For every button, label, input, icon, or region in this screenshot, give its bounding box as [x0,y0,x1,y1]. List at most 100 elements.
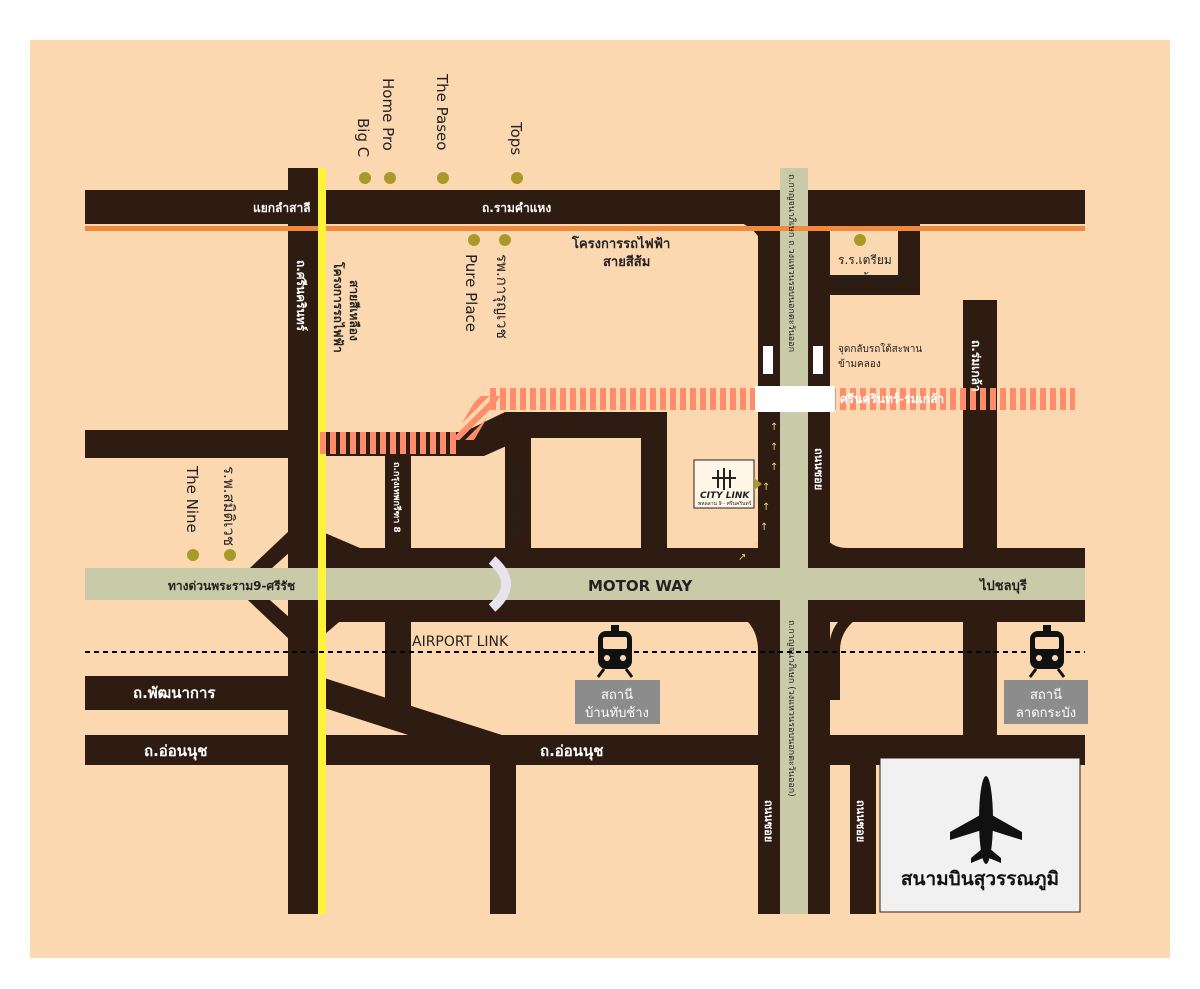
label-soi-mid: ถนนซอย [762,800,775,842]
label-bypass: ถ.กาญจนาภิเษก ถ.วงแหวนรอบนอกตะวันออก [786,174,797,352]
label-ramkhamhaeng: ถ.รามคำแหง [482,201,551,215]
poi-pure-place-dot [468,234,480,246]
label-orange-line-2: สายสีส้ม [603,254,650,270]
station-ban-thap-chang-line2: บ้านทับช้าง [585,706,649,721]
label-yellow-line-2: สายสีเหลือง [347,280,361,341]
interchange-south-west [700,600,780,700]
label-soi-left: ถนนซอย [854,800,867,842]
label-pattanakarn: ถ.พัฒนาการ [133,684,216,702]
label-srinakarin: ถ.ศรีนครินทร์ [294,260,308,332]
road-pattanakarn-connector [318,676,505,766]
label-the-nine: The Nine [183,465,201,533]
label-pink-line: ศรีนครินทร์-ร่มเกล้า [840,392,944,406]
poi-the-nine-dot [187,549,199,561]
bridge-markers [761,344,825,376]
svg-text:↑: ↑ [770,442,778,453]
road-krungthep-kreetha-20-east [641,412,667,572]
direction-arrows: ↑↑↑ ↑↑↑ ↗↗ [738,422,778,563]
svg-text:↑: ↑ [760,522,768,533]
city-link-pointer [754,478,762,490]
poi-hospital-dot [499,234,511,246]
poi-dots [187,172,866,561]
interchange-west [232,530,290,640]
road-loop-bottom [830,275,920,295]
label-tops: Tops [507,121,525,155]
label-u-turn-2: ข้ามคลอง [838,358,881,370]
poi-tops-dot [511,172,523,184]
label-krungthep-kreetha-8: ถ.กรุงเทพกรีฑา 8 [391,462,402,533]
station-ban-thap-chang-box [575,680,660,724]
motorway [85,568,1085,600]
station-lat-krabang-box [1004,680,1088,724]
city-link-name: CITY LINK [700,491,750,501]
poi-the-paseo-dot [437,172,449,184]
label-airport-link: AIRPORT LINK [412,634,509,650]
label-motorway: MOTOR WAY [588,577,693,595]
road-south-frontage [318,600,758,622]
road-pattanakarn [85,676,290,710]
city-link-tagline: พหลลาน 9 - ศรีนครินทร์ [698,500,752,507]
city-link-logo-icon [712,468,736,490]
airplane-icon [950,776,1022,864]
bypass-bridge [755,386,835,412]
label-lamsali: แยกลำสาลี [253,201,311,215]
label-kanchanaphisek: ถ.กาญจนาภิเษก (วงแหวนรอบนอกตะวันออก) [786,620,797,797]
label-pure-place: Pure Place [462,254,480,332]
pink-line-track-west [318,432,458,454]
kanchanaphisek-bypass [780,168,808,914]
label-orange-line-1: โครงการรถไฟฟ้า [571,235,670,252]
label-onnut-mid: ถ.อ่อนนุช [540,742,604,761]
bridge-marker-left [761,344,775,376]
label-krungthep-kreetha-20: ถ.กรุงเทพกรีฑา 20 [511,462,522,537]
road-south-frontage-east [830,600,1085,622]
poi-hospital-2-dot [224,549,236,561]
label-onnut-west: ถ.อ่อนนุช [144,742,208,761]
road-krungthep-kreetha-20-top [505,412,667,438]
bridge-marker-right [811,344,825,376]
train-icon [596,625,634,678]
interchange-west-3 [318,600,365,640]
label-school-2: อุดมน้อมเกล้า [838,271,910,286]
label-home-pro: Home Pro [379,78,397,151]
road-ramkhamhaeng [85,190,1085,224]
train-icon-east [1028,625,1066,678]
label-yellow-line-1: โครงการรถไฟฟ้า [331,261,346,353]
interchange-west-2 [318,530,360,560]
orange-line-track [85,226,1085,231]
road-loop-top [808,205,918,227]
label-romklao: ถ.ร่มเกล้า [969,340,983,392]
station-lat-krabang-line1: สถานี [1030,687,1062,703]
road-soi-airport [850,752,876,914]
road-west-stub [85,430,290,458]
road-soi-south [490,762,516,914]
label-the-paseo: The Paseo [433,73,451,150]
label-soi-right: ถนนซอย [812,448,825,490]
airport-name: สนามบินสุวรรณภูมิ [901,868,1059,891]
poi-home-pro-dot [384,172,396,184]
label-u-turn-1: จุดกลับรถใต้สะพาน [838,343,922,355]
city-link-marker: CITY LINK พหลลาน 9 - ศรีนครินทร์ [693,459,762,509]
road-romklao [963,300,997,560]
label-motorway-west: ทางด่วนพระราม9-ศรีรัช [168,579,295,593]
svg-text:↑: ↑ [762,502,770,513]
pink-line-track-bend [452,396,500,440]
yellow-line-track [318,168,326,914]
label-big-c: Big C [354,118,372,157]
poi-big-c-dot [359,172,371,184]
svg-text:↗: ↗ [738,552,746,563]
label-hospital-2: ร.พ.สมิติเวช [220,466,238,546]
interchange-south-east [830,600,900,700]
svg-text:↑: ↑ [770,462,778,473]
station-lat-krabang-line2: ลาดกระบัง [1016,706,1076,721]
svg-text:↑: ↑ [770,422,778,433]
road-romklao-south [963,612,997,752]
road-bypass-east-side [808,220,830,914]
poi-school-dot [854,234,866,246]
svg-text:↗: ↗ [750,540,758,551]
road-srinakarin [288,168,318,914]
motorway-ramp [488,556,511,612]
road-krungthep-kreetha-20 [505,412,531,572]
label-hospital: รพ.การุญเวช [492,254,511,339]
svg-text:↑: ↑ [762,482,770,493]
